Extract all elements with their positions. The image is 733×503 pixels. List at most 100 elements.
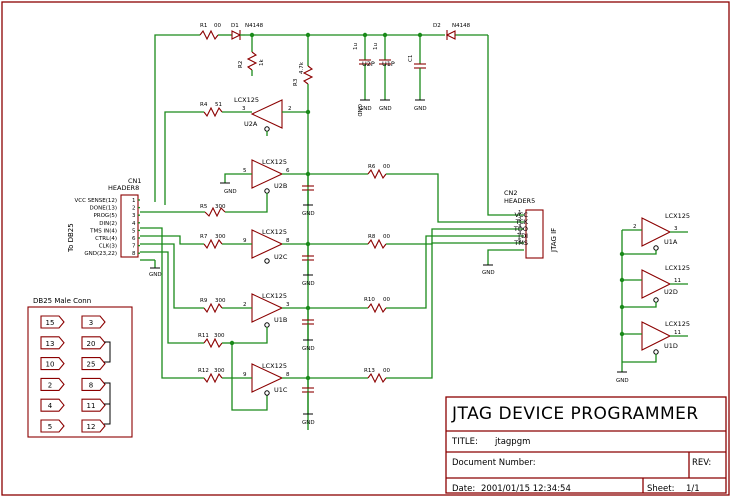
- svg-text:00: 00: [383, 297, 390, 303]
- cn2-pin-label: TCK: [515, 218, 529, 226]
- db25-pin-flag: [40, 377, 65, 391]
- cn2-pin-number: 4: [518, 231, 522, 237]
- connector-cn1: CN1 HEADER8 To DB25 VCC SENSE(12)1DONE(1…: [67, 177, 162, 278]
- svg-text:3: 3: [286, 302, 290, 308]
- svg-text:LCX125: LCX125: [665, 320, 690, 328]
- unused-gates: GND LCX125 U1A 2 3 LCX125 U2D 11 LCX125 …: [616, 212, 690, 384]
- svg-text:8: 8: [286, 238, 290, 244]
- cn1-pin-number: 8: [132, 251, 136, 257]
- title-label: TITLE:: [451, 437, 478, 447]
- db25-pin-number: 12: [87, 423, 96, 431]
- svg-text:1u: 1u: [373, 43, 379, 50]
- svg-text:9: 9: [243, 372, 247, 378]
- svg-text:U2A: U2A: [244, 120, 258, 128]
- cn1-pin-number: 4: [132, 221, 136, 227]
- svg-text:R8: R8: [368, 234, 376, 240]
- db25-pin-flag: [40, 336, 65, 350]
- svg-text:11: 11: [674, 330, 681, 336]
- svg-text:GND: GND: [302, 420, 315, 426]
- cn1-pin-number: 2: [132, 206, 136, 212]
- svg-text:U1C: U1C: [274, 386, 288, 394]
- resistor-r1: R1 00: [199, 23, 232, 41]
- project-title: JTAG DEVICE PROGRAMMER: [451, 404, 699, 424]
- svg-text:R6: R6: [368, 164, 376, 170]
- svg-text:GND: GND: [379, 106, 392, 112]
- db25-pin-flag: [40, 357, 65, 371]
- buffer-u1b: LCX125 U1B 2 3 R9 300 R10 00 GND: [140, 235, 524, 352]
- db25-pin-number: 11: [87, 402, 96, 410]
- cn1-pin-number: 7: [132, 244, 136, 250]
- svg-text:R12: R12: [198, 368, 209, 374]
- db25-pin-flag: [81, 398, 106, 412]
- svg-text:300: 300: [214, 368, 225, 374]
- svg-text:5: 5: [243, 168, 247, 174]
- svg-text:2: 2: [633, 224, 637, 230]
- date-label: Date:: [452, 484, 475, 494]
- svg-text:GND: GND: [149, 272, 162, 278]
- svg-text:U2B: U2B: [274, 182, 287, 190]
- cn1-pin-label: CLK(3): [99, 244, 117, 250]
- svg-text:U2C: U2C: [274, 253, 288, 261]
- buffer-u2b: LCX125 U2B 5 6 GND R5 300 R6 00 GND: [140, 158, 524, 223]
- rev-label: REV:: [692, 458, 711, 468]
- svg-text:GND: GND: [414, 106, 427, 112]
- r1-ref: R1: [200, 23, 207, 29]
- svg-text:CN2: CN2: [504, 189, 518, 197]
- cn2-pin-label: TDO: [513, 225, 528, 233]
- svg-text:300: 300: [214, 333, 225, 339]
- cn1-pin-number: 6: [132, 236, 136, 242]
- svg-text:2: 2: [243, 302, 247, 308]
- svg-text:LCX125: LCX125: [665, 212, 690, 220]
- title-block: JTAG DEVICE PROGRAMMER TITLE: jtagpgm Do…: [445, 396, 727, 494]
- svg-text:HEADER5: HEADER5: [504, 197, 535, 205]
- svg-text:00: 00: [383, 164, 390, 170]
- svg-text:CN1: CN1: [128, 177, 142, 185]
- db25-pin-number: 10: [46, 361, 55, 369]
- svg-text:HEADER8: HEADER8: [108, 184, 139, 192]
- u1p-ref: U1P: [382, 60, 395, 68]
- c1-ref: C1: [408, 55, 414, 62]
- svg-text:3: 3: [674, 226, 678, 232]
- svg-text:3: 3: [242, 106, 246, 112]
- r2-value: 1k: [259, 59, 265, 66]
- cn1-pin-number: 5: [132, 228, 136, 234]
- buffer-u1c: LCX125 U1C 9 8 R12 300 R13 00 GND: [140, 227, 524, 426]
- svg-text:1u: 1u: [353, 43, 359, 50]
- cn1-pin-label: DIN(2): [99, 221, 117, 227]
- db25-pin-flag: [40, 398, 65, 412]
- svg-text:R5: R5: [200, 204, 208, 210]
- svg-text:LCX125: LCX125: [262, 362, 287, 370]
- resistor-r3: R3 4.7k: [293, 35, 314, 430]
- diode-d1: D1 N4148: [231, 23, 264, 40]
- cn2-pin-number: 3: [518, 224, 522, 230]
- title-value: jtagpgm: [494, 437, 530, 447]
- svg-text:9: 9: [243, 238, 247, 244]
- db25-pin-flag: [81, 357, 106, 371]
- cn1-pin-number: 3: [132, 213, 136, 219]
- db25-pin-flag: [40, 419, 65, 433]
- svg-text:U1A: U1A: [664, 238, 678, 246]
- cn2-pin-label: TDI: [516, 232, 528, 240]
- svg-text:00: 00: [383, 368, 390, 374]
- date-value: 2001/01/15 12:34:54: [481, 484, 571, 494]
- buffer-u2c: LCX125 U2C 9 8 R7 300 R8 00 GND: [140, 228, 524, 287]
- svg-text:R13: R13: [364, 368, 375, 374]
- db25-pin-number: 25: [87, 361, 96, 369]
- cn2-pin-label: VCC: [514, 211, 528, 219]
- sheet-border: [1, 1, 730, 496]
- svg-text:6: 6: [286, 168, 290, 174]
- cn1-pin-label: PROG(5): [93, 213, 117, 219]
- r3-ref: R3: [293, 78, 299, 86]
- cap-c1: C1: [408, 35, 426, 101]
- db25-pin-number: 15: [46, 319, 55, 327]
- cn1-side-label: To DB25: [67, 223, 75, 253]
- db25-title: DB25 Male Conn: [33, 297, 91, 305]
- gnd-labels-top: GND GND GND: [359, 106, 427, 112]
- cn2-pin-number: 1: [518, 210, 522, 216]
- svg-text:LCX125: LCX125: [262, 228, 287, 236]
- svg-text:GND: GND: [356, 104, 362, 117]
- svg-text:300: 300: [215, 204, 226, 210]
- svg-text:00: 00: [383, 234, 390, 240]
